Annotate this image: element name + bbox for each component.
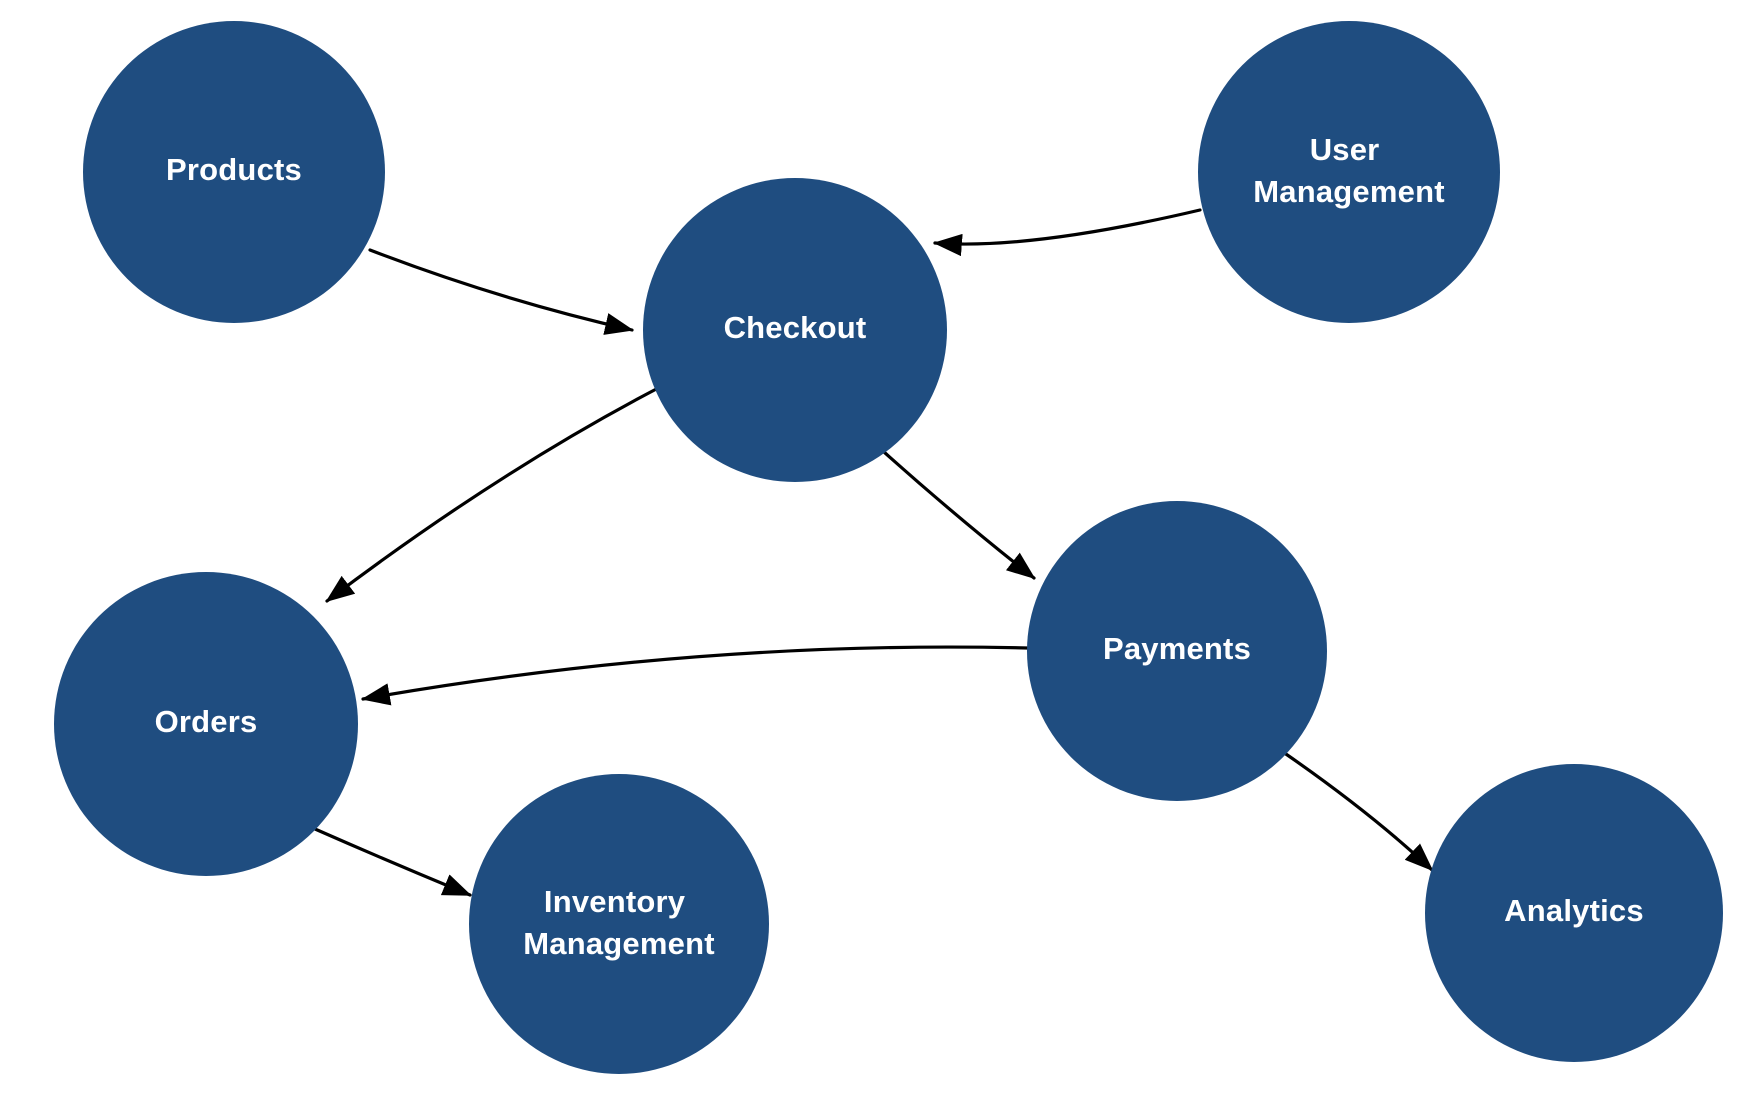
- node-checkout-circle[interactable]: [643, 178, 947, 482]
- edge-user-management-to-checkout[interactable]: [933, 208, 1202, 257]
- node-orders-circle[interactable]: [54, 572, 358, 876]
- node-inventory-management-circle[interactable]: [469, 774, 769, 1074]
- node-payments[interactable]: Payments: [1027, 501, 1327, 801]
- node-analytics-circle[interactable]: [1425, 764, 1723, 1062]
- edge-payments-to-analytics[interactable]: [1281, 750, 1434, 872]
- edge-checkout-to-orders[interactable]: [325, 383, 666, 603]
- node-payments-circle[interactable]: [1027, 501, 1327, 801]
- node-analytics[interactable]: Analytics: [1425, 764, 1723, 1062]
- nodes-layer: Products User Management Checkout: [54, 21, 1723, 1074]
- node-checkout[interactable]: Checkout: [643, 178, 947, 482]
- node-user-management-circle[interactable]: [1198, 21, 1500, 323]
- node-products-circle[interactable]: [83, 21, 385, 323]
- edge-payments-to-orders[interactable]: [361, 645, 1029, 706]
- edge-checkout-to-payments[interactable]: [882, 450, 1036, 580]
- edge-orders-to-inventory-management[interactable]: [313, 827, 472, 897]
- node-products[interactable]: Products: [83, 21, 385, 323]
- node-inventory-management[interactable]: Inventory Management: [469, 774, 769, 1074]
- node-orders[interactable]: Orders: [54, 572, 358, 876]
- edges-layer: [313, 208, 1434, 897]
- node-user-management[interactable]: User Management: [1198, 21, 1500, 323]
- edge-products-to-checkout[interactable]: [368, 248, 634, 335]
